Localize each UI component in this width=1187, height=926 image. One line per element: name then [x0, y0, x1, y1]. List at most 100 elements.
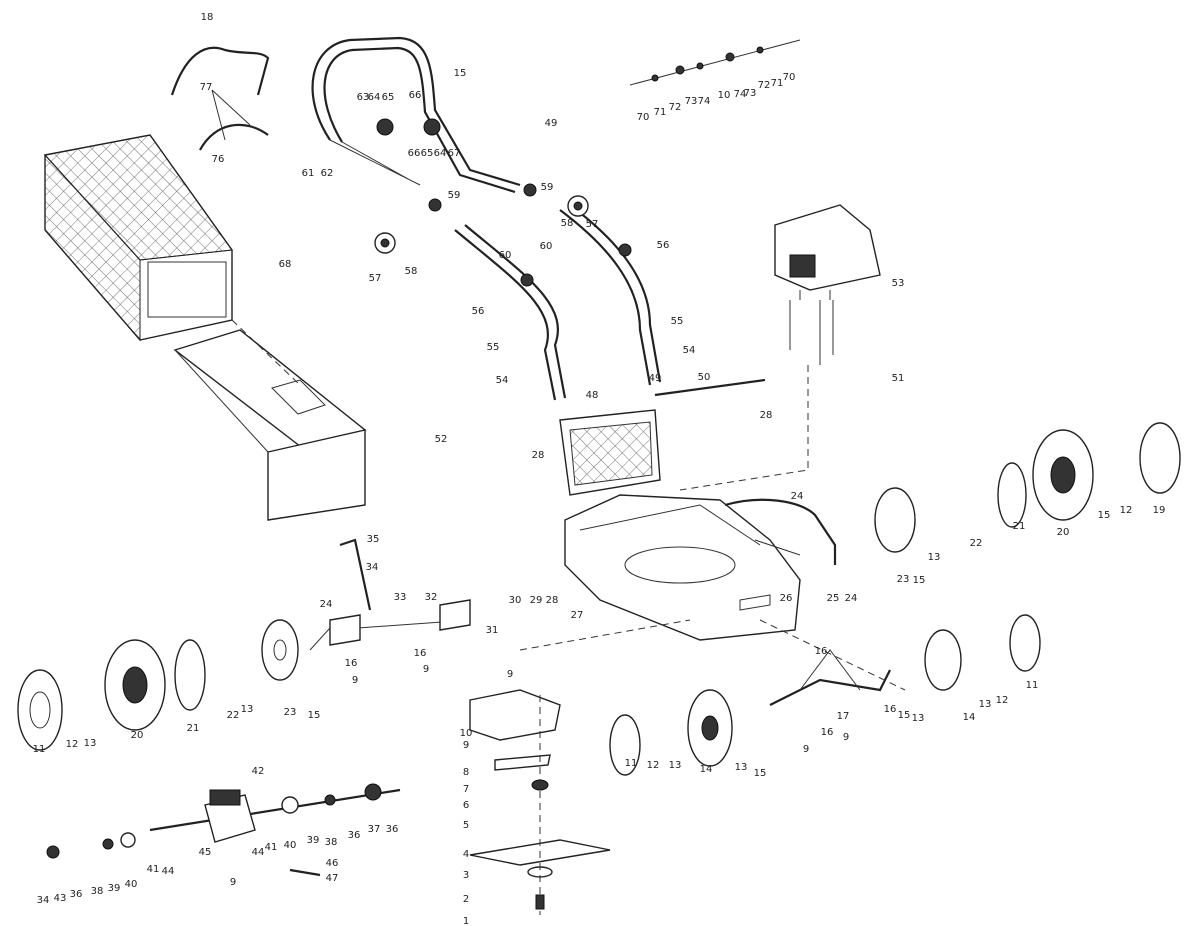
part-label: 73	[744, 88, 757, 99]
part-label: 70	[637, 112, 650, 123]
part-label: 56	[657, 240, 670, 251]
part-label: 4	[463, 849, 469, 860]
part-label: 20	[1057, 527, 1070, 538]
part-label: 54	[683, 345, 696, 356]
part-label: 28	[546, 595, 559, 606]
part-label: 10	[460, 728, 473, 739]
part-label: 44	[162, 866, 175, 877]
part-label: 68	[279, 259, 292, 270]
part-label: 53	[892, 278, 905, 289]
part-label: 60	[540, 241, 553, 252]
part-label: 28	[760, 410, 773, 421]
part-label: 21	[187, 723, 200, 734]
part-label: 54	[496, 375, 509, 386]
clamp-knobs	[374, 118, 632, 287]
part-label: 57	[586, 219, 599, 230]
part-label: 5	[463, 820, 469, 831]
part-label: 16	[821, 727, 834, 738]
part-label: 8	[463, 767, 469, 778]
part-label: 17	[837, 711, 850, 722]
part-label: 62	[321, 168, 334, 179]
part-label: 6	[463, 800, 469, 811]
part-label: 63	[357, 92, 370, 103]
part-label: 7	[463, 784, 469, 795]
part-label: 43	[54, 893, 67, 904]
part-label: 1	[463, 916, 469, 926]
part-label: 15	[898, 710, 911, 721]
part-label: 35	[367, 534, 380, 545]
part-label: 60	[499, 250, 512, 261]
part-label: 48	[586, 390, 599, 401]
part-label: 11	[33, 744, 46, 755]
part-label: 37	[368, 824, 381, 835]
rear-flap	[559, 378, 766, 496]
part-label: 34	[366, 562, 379, 573]
part-label: 9	[423, 664, 429, 675]
part-label: 27	[571, 610, 584, 621]
part-label: 13	[735, 762, 748, 773]
grass-catcher-bag	[44, 134, 233, 342]
front-axle	[769, 649, 891, 706]
part-label: 31	[486, 625, 499, 636]
part-label: 38	[91, 886, 104, 897]
part-label: 22	[970, 538, 983, 549]
part-label: 16	[815, 646, 828, 657]
gearbox	[46, 783, 401, 877]
part-label: 44	[252, 847, 265, 858]
part-label: 26	[780, 593, 793, 604]
part-label: 13	[241, 704, 254, 715]
rear-axle-bar	[724, 498, 837, 565]
part-label: 20	[131, 730, 144, 741]
part-label: 24	[791, 491, 804, 502]
part-label: 73	[685, 96, 698, 107]
part-label: 59	[448, 190, 461, 201]
part-label: 15	[754, 768, 767, 779]
lower-handles	[454, 204, 662, 401]
part-label: 71	[654, 107, 667, 118]
part-label: 39	[307, 835, 320, 846]
part-label: 24	[320, 599, 333, 610]
part-label: 12	[66, 739, 79, 750]
wheels	[17, 422, 1181, 776]
part-label: 61	[302, 168, 315, 179]
part-label: 9	[463, 740, 469, 751]
part-label: 58	[561, 218, 574, 229]
catcher-handle	[170, 46, 270, 151]
part-label: 39	[108, 883, 121, 894]
part-label: 38	[325, 837, 338, 848]
part-label: 25	[827, 593, 840, 604]
leader-lines	[309, 619, 906, 691]
part-label: 72	[669, 102, 682, 113]
part-label: 9	[843, 732, 849, 743]
part-label: 74	[734, 89, 747, 100]
cable-assembly	[629, 39, 801, 86]
part-label: 49	[545, 118, 558, 129]
part-label: 22	[227, 710, 240, 721]
part-label: 66	[409, 90, 422, 101]
part-label: 41	[147, 864, 160, 875]
part-label: 9	[507, 669, 513, 680]
part-label: 16	[345, 658, 358, 669]
part-label: 47	[326, 873, 339, 884]
part-label: 74	[698, 96, 711, 107]
part-label: 55	[671, 316, 684, 327]
part-label: 76	[212, 154, 225, 165]
part-label: 11	[625, 758, 638, 769]
part-label: 15	[454, 68, 467, 79]
part-label: 36	[386, 824, 399, 835]
part-label: 34	[37, 895, 50, 906]
part-label: 23	[284, 707, 297, 718]
part-label: 72	[758, 80, 771, 91]
mower-deck	[564, 494, 801, 641]
part-label: 12	[996, 695, 1009, 706]
part-label: 29	[530, 595, 543, 606]
part-label: 36	[70, 889, 83, 900]
part-label: 16	[884, 704, 897, 715]
part-label: 3	[463, 870, 469, 881]
part-label: 14	[963, 712, 976, 723]
part-label: 15	[1098, 510, 1111, 521]
part-label: 40	[284, 840, 297, 851]
